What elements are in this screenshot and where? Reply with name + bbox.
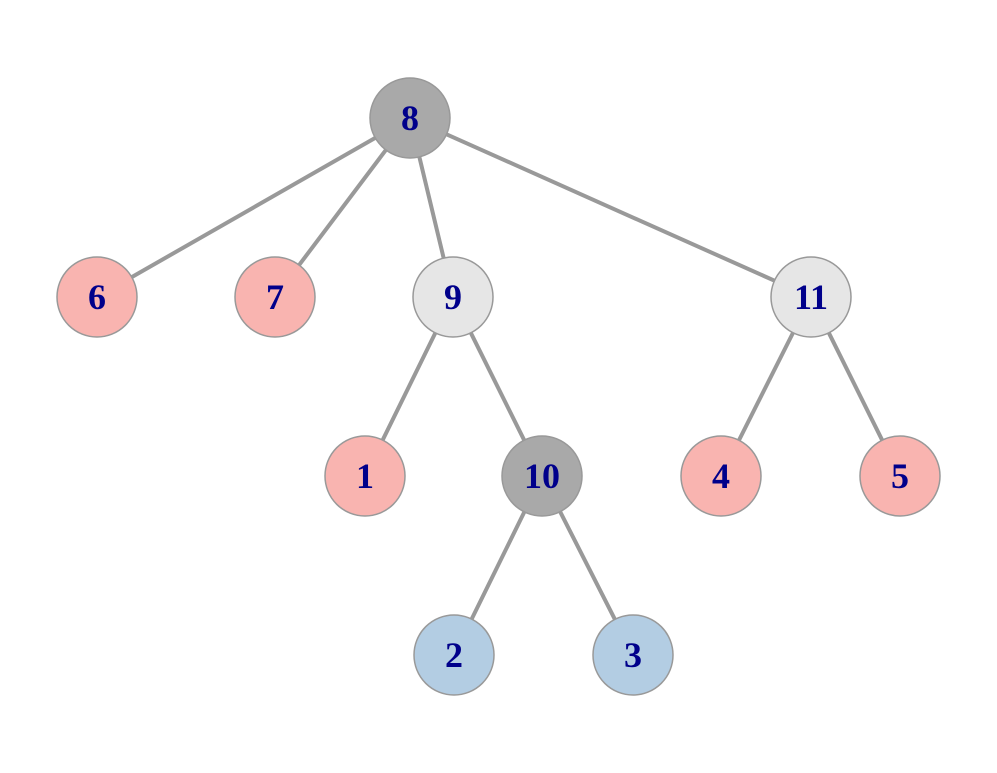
node-circle-3 bbox=[592, 614, 674, 696]
node-circle-9 bbox=[412, 256, 494, 338]
node-circle-11 bbox=[770, 256, 852, 338]
node-label-3: 3 bbox=[624, 635, 642, 675]
node-label-7: 7 bbox=[266, 277, 284, 317]
node-circle-6 bbox=[56, 256, 138, 338]
node-2: 2 bbox=[413, 614, 495, 696]
node-label-9: 9 bbox=[444, 277, 462, 317]
node-7: 7 bbox=[234, 256, 316, 338]
node-11: 11 bbox=[770, 256, 852, 338]
node-3: 3 bbox=[592, 614, 674, 696]
edge-8-9 bbox=[417, 154, 446, 261]
node-4: 4 bbox=[680, 435, 762, 517]
node-circle-2 bbox=[413, 614, 495, 696]
node-10: 10 bbox=[501, 435, 583, 517]
node-circle-5 bbox=[859, 435, 941, 517]
node-9: 9 bbox=[412, 256, 494, 338]
node-circle-10 bbox=[501, 435, 583, 517]
edge-9-10 bbox=[468, 330, 527, 443]
edge-10-3 bbox=[558, 509, 617, 622]
edge-10-2 bbox=[469, 509, 527, 622]
edge-8-11 bbox=[444, 132, 777, 283]
node-label-5: 5 bbox=[891, 456, 909, 496]
edge-11-5 bbox=[826, 330, 885, 443]
edge-8-6 bbox=[129, 135, 378, 280]
node-circle-1 bbox=[324, 435, 406, 517]
node-label-1: 1 bbox=[356, 456, 374, 496]
edges-layer bbox=[129, 132, 885, 622]
node-circle-7 bbox=[234, 256, 316, 338]
node-8: 8 bbox=[369, 77, 451, 159]
edge-9-1 bbox=[380, 330, 438, 443]
node-1: 1 bbox=[324, 435, 406, 517]
node-label-10: 10 bbox=[524, 456, 560, 496]
node-5: 5 bbox=[859, 435, 941, 517]
node-label-4: 4 bbox=[712, 456, 730, 496]
node-label-8: 8 bbox=[401, 98, 419, 138]
node-label-2: 2 bbox=[445, 635, 463, 675]
node-circle-4 bbox=[680, 435, 762, 517]
node-label-6: 6 bbox=[88, 277, 106, 317]
node-6: 6 bbox=[56, 256, 138, 338]
node-circle-8 bbox=[369, 77, 451, 159]
node-label-11: 11 bbox=[794, 277, 828, 317]
edge-11-4 bbox=[736, 330, 796, 443]
edge-8-7 bbox=[297, 147, 388, 268]
